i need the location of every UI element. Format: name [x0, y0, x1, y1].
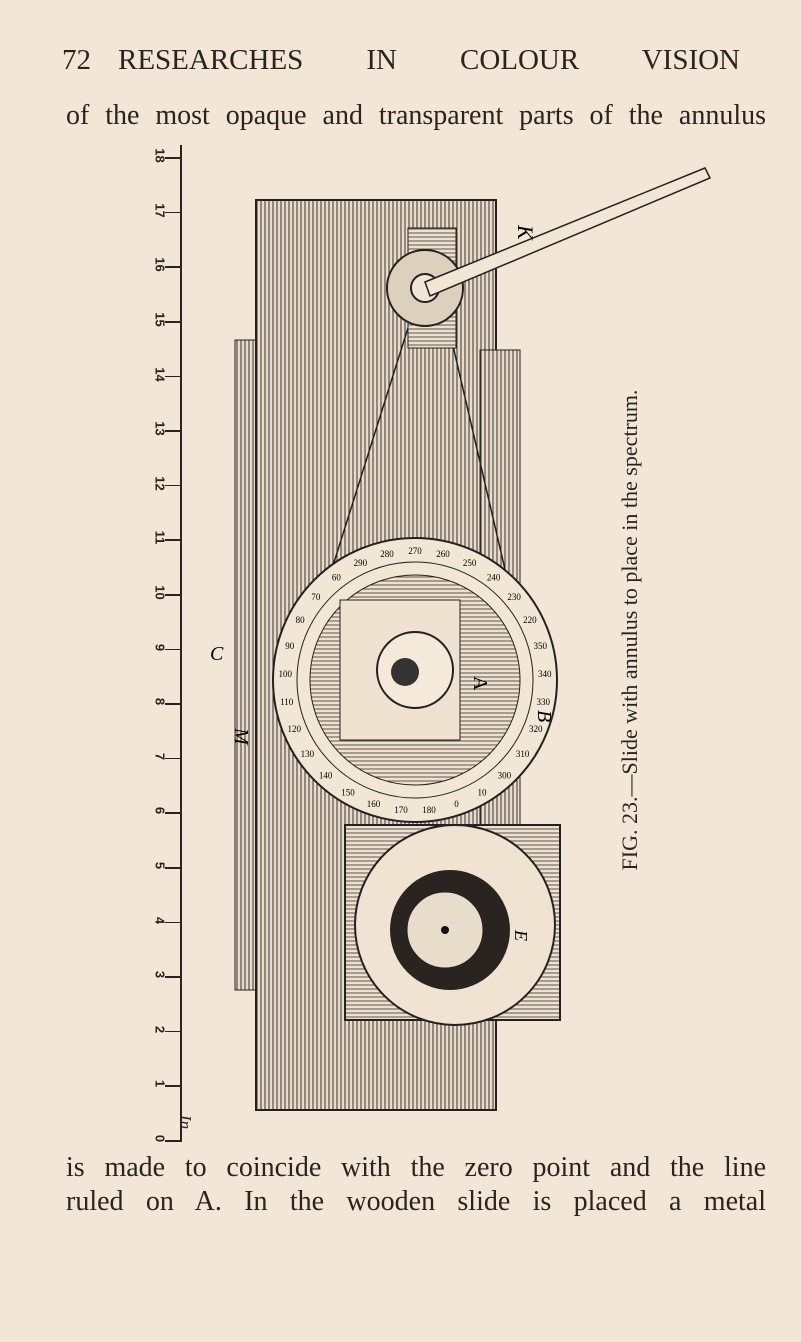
ruler-label: 12: [152, 476, 168, 491]
dial-label: 230: [507, 592, 521, 602]
ruler-label: 11: [152, 531, 168, 545]
ruler-tick: [165, 430, 180, 432]
label-a: A: [469, 676, 491, 691]
apparatus-illustration: 290 280 270 260 250 240 230 220 350 340 330 320 310 3…: [210, 167, 712, 1111]
ruler-line: [180, 145, 182, 1142]
ruler-tick: [165, 321, 180, 323]
ruler-tick: [165, 594, 180, 596]
ruler-tick: [165, 211, 180, 214]
dial-label: 280: [380, 549, 394, 559]
dial-label: 100: [278, 669, 292, 679]
ruler-tick: [165, 812, 180, 814]
dial-labels: 290 280 270 260 250 240 230 220 350 340 330 320 310 3…: [278, 546, 552, 815]
rod: [424, 167, 712, 297]
ruler-label: 18: [152, 148, 168, 163]
dial-label: 250: [463, 558, 477, 568]
ruler-label: 0: [152, 1134, 168, 1143]
dial-inner-ring: [296, 561, 534, 799]
dial-label: 300: [498, 770, 512, 780]
ruler-label: 5: [152, 861, 168, 870]
dial-label: 240: [487, 573, 501, 583]
ruler-tick: [165, 1030, 180, 1033]
dial-label: 310: [516, 749, 530, 759]
label-b: B: [533, 710, 555, 722]
ruler-label: 13: [152, 421, 168, 436]
dial-label: 120: [287, 724, 301, 734]
ruler-label: 4: [152, 916, 168, 924]
dial-label: 260: [436, 549, 450, 559]
dial-label: 290: [354, 558, 368, 568]
dial-label: 320: [529, 724, 543, 734]
ruler-tick: [165, 484, 180, 487]
scale-unit-label: In: [176, 1114, 196, 1130]
dial-label: 80: [296, 615, 306, 625]
dial-knob: [391, 658, 419, 686]
running-title: RESEARCHES IN COLOUR VISION: [118, 44, 740, 76]
ruler-tick: [165, 921, 180, 924]
ruler-label: 10: [152, 585, 168, 600]
dial-label: 350: [534, 641, 548, 651]
label-c: C: [210, 643, 224, 665]
ruler-tick: [165, 976, 180, 978]
dial-label: 90: [285, 641, 295, 651]
dial-label: 140: [319, 770, 333, 780]
dial-label: 270: [408, 546, 422, 556]
dial-label: 180: [422, 805, 436, 815]
page-number: 72: [62, 44, 91, 76]
dial-label: 130: [301, 749, 315, 759]
ruler-label: 6: [152, 807, 168, 815]
ruler-tick: [165, 157, 180, 159]
ruler-label: 7: [152, 752, 168, 760]
ruler-tick: [165, 648, 180, 651]
ruler-label: 15: [152, 312, 168, 327]
ruler-label: 1: [152, 1080, 168, 1088]
ruler-label: 16: [152, 257, 168, 273]
dial-label: 160: [367, 799, 381, 809]
label-e: E: [511, 929, 531, 941]
ruler-label: 2: [152, 1025, 168, 1033]
figure-caption: FIG. 23.—Slide with annulus to place in …: [617, 389, 642, 871]
ruler-label: 3: [152, 971, 168, 979]
annulus-pin: [441, 926, 449, 934]
label-m: M: [230, 727, 252, 746]
ruler-tick: [165, 539, 180, 541]
ruler-label: 9: [152, 643, 168, 651]
ruler-label: 17: [152, 203, 168, 218]
dial-label: 330: [537, 697, 551, 707]
body-text-line: is made to coincide with the zero point …: [66, 1152, 766, 1183]
dial-label: 70: [311, 592, 321, 602]
dial-label: 220: [523, 615, 537, 625]
dial-label: 170: [394, 805, 408, 815]
ruler-tick: [165, 266, 180, 268]
dial-label: 340: [538, 669, 552, 679]
ruler-tick: [165, 1140, 180, 1142]
ruler-tick: [165, 867, 180, 869]
ruler-tick: [165, 703, 180, 705]
dial-label: 60: [332, 573, 342, 583]
body-text-line: ruled on A. In the wooden slide is place…: [66, 1186, 766, 1217]
dial-label: 10: [478, 787, 488, 797]
ruler-tick: [165, 757, 180, 760]
ruler-label: 14: [152, 366, 168, 382]
dial-label: 150: [341, 787, 355, 797]
ruler-tick: [165, 1085, 180, 1087]
body-text-line: of the most opaque and transparent parts…: [66, 100, 766, 131]
dial-label: 0: [454, 799, 459, 809]
dial-label: 110: [280, 697, 294, 707]
ruler-label: 8: [152, 698, 168, 706]
label-k: K: [513, 224, 538, 241]
ruler-tick: [165, 375, 180, 378]
